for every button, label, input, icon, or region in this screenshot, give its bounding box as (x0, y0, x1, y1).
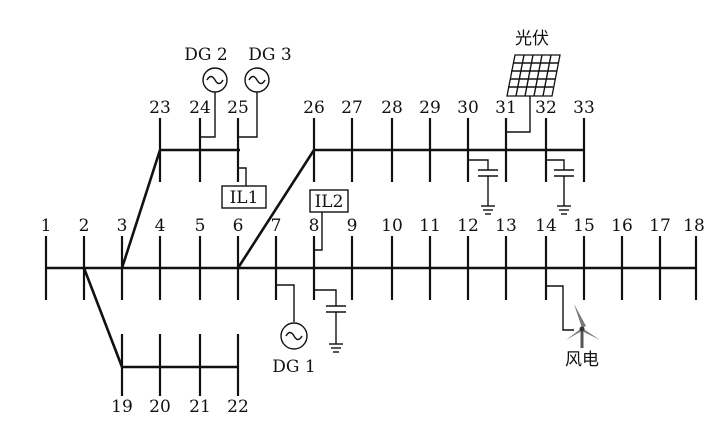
pv-label: 光伏 (515, 29, 549, 49)
il1-load: IL1 (221, 167, 267, 209)
lateral-19-22-labels: 19 20 21 22 (111, 397, 249, 417)
bus-label: 20 (149, 397, 171, 417)
bus-label: 3 (117, 216, 128, 236)
lateral-23-25-labels: 23 24 25 (149, 98, 249, 118)
dg2-label: DG 2 (184, 45, 227, 65)
il2-label: IL2 (315, 192, 344, 212)
branch-3-23 (120, 149, 162, 269)
bus-label: 11 (419, 216, 441, 236)
bus-label: 17 (649, 216, 671, 236)
solar-panel-icon (506, 54, 561, 97)
bus-label: 24 (189, 98, 211, 118)
bus-label: 13 (495, 216, 517, 236)
lateral-23-25-ticks (158, 118, 240, 182)
bus-label: 21 (189, 397, 211, 417)
dg1-label: DG 1 (272, 357, 315, 377)
bus-label: 18 (683, 216, 705, 236)
bus-label: 25 (227, 98, 249, 118)
bus-label: 28 (381, 98, 403, 118)
dg3-label: DG 3 (248, 45, 291, 65)
bus-label: 1 (41, 216, 52, 236)
lateral-26-33-ticks (312, 118, 586, 182)
capacitor-bus-8 (314, 289, 346, 353)
bus-label: 31 (495, 98, 517, 118)
il2-load: IL2 (309, 189, 349, 251)
bus-label: 7 (271, 216, 282, 236)
bus-label: 8 (309, 216, 320, 236)
branch-6-26 (236, 149, 316, 269)
bus-label: 14 (535, 216, 557, 236)
dg2-generator: DG 2 (184, 45, 228, 138)
bus-label: 9 (347, 216, 358, 236)
bus-label: 23 (149, 98, 171, 118)
bus-label: 4 (155, 216, 166, 236)
dg1-generator: DG 1 (272, 284, 316, 377)
bus-label: 26 (303, 98, 325, 118)
bus-label: 10 (381, 216, 403, 236)
bus-label: 5 (195, 216, 206, 236)
bus-label: 2 (79, 216, 90, 236)
bus-label: 29 (419, 98, 441, 118)
bus-label: 30 (457, 98, 479, 118)
wind-turbine-icon (566, 304, 600, 348)
bus-label: 12 (457, 216, 479, 236)
capacitor-bus-32 (546, 159, 574, 215)
lateral-26-33-labels: 26 27 28 29 30 31 32 33 (303, 98, 595, 118)
main-bus-ticks (44, 236, 698, 300)
pv-panel: 光伏 (506, 29, 561, 133)
il1-label: IL1 (230, 188, 259, 208)
bus-label: 27 (341, 98, 363, 118)
bus-label: 6 (233, 216, 244, 236)
bus-label: 32 (535, 98, 557, 118)
capacitor-bus-30 (468, 159, 498, 215)
main-bus-labels: 1 2 3 4 5 6 7 8 9 10 11 12 13 14 15 16 1… (41, 216, 705, 236)
lateral-19-22-ticks (120, 334, 240, 396)
wind-turbine: 风电 (546, 285, 600, 370)
bus-label: 15 (573, 216, 595, 236)
bus-label: 22 (227, 397, 249, 417)
bus-label: 16 (611, 216, 633, 236)
bus-label: 19 (111, 397, 133, 417)
branch-2-19 (82, 267, 124, 368)
bus-label: 33 (573, 98, 595, 118)
dg3-generator: DG 3 (238, 45, 292, 138)
wind-label: 风电 (565, 350, 599, 370)
